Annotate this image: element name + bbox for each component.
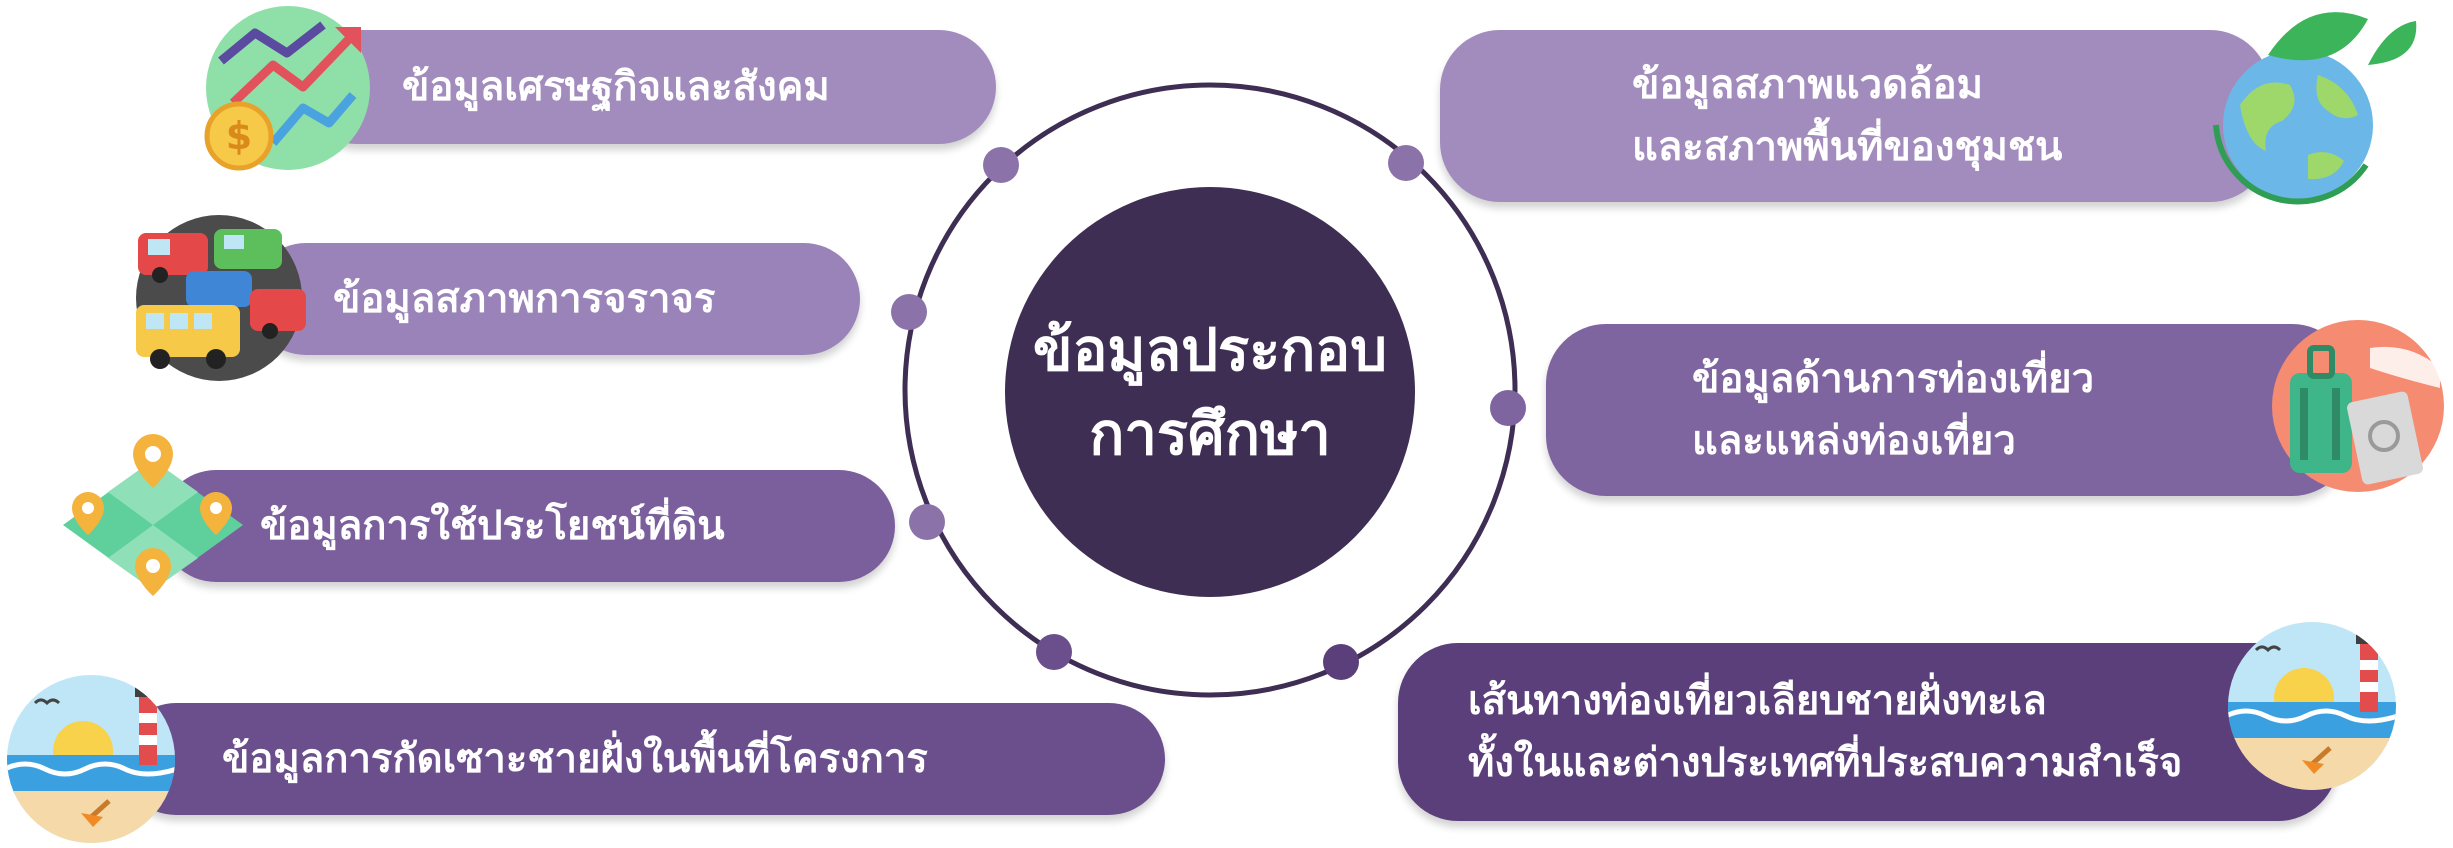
left-item-label: ข้อมูลการใช้ประโยชน์ที่ดิน [260, 503, 725, 549]
ring-circle [902, 82, 1518, 698]
economy-chart-icon: $ [204, 6, 370, 171]
center-title: ข้อมูลประกอบ การศึกษา [1005, 187, 1415, 597]
ring-node [909, 504, 945, 540]
travel-luggage-icon [2272, 320, 2444, 492]
ring-node [1490, 390, 1526, 426]
left-item-landuse: ข้อมูลการใช้ประโยชน์ที่ดิน [160, 470, 895, 582]
left-item-label: ข้อมูลสภาพการจราจร [333, 276, 716, 322]
right-item-line2: และสภาพพื้นที่ของชุมชน [1632, 124, 2063, 170]
right-item-line2: ทั้งในและต่างประเทศที่ประสบความสำเร็จ [1468, 740, 2183, 786]
right-item-tourism: ข้อมูลด้านการท่องเที่ยว และแหล่งท่องเที่… [1546, 324, 2352, 496]
land-map-icon [63, 434, 243, 596]
right-item-line1: ข้อมูลด้านการท่องเที่ยว [1692, 356, 2095, 402]
earth-leaf-icon [2213, 12, 2417, 205]
ring-node [983, 147, 1019, 183]
left-item-label: ข้อมูลเศรษฐกิจและสังคม [402, 64, 830, 110]
left-item-erosion: ข้อมูลการกัดเซาะชายฝั่งในพื้นที่โครงการ [120, 703, 1165, 815]
right-item-line1: เส้นทางท่องเที่ยวเลียบชายฝั่งทะเล [1468, 678, 2047, 724]
center-title-line1: ข้อมูลประกอบ [1032, 315, 1388, 384]
right-item-environment: ข้อมูลสภาพแวดล้อม และสภาพพื้นที่ของชุมชน [1440, 30, 2270, 202]
right-item-line2: และแหล่งท่องเที่ยว [1692, 418, 2016, 464]
ring-node [891, 294, 927, 330]
svg-text:$: $ [226, 114, 252, 158]
beach-lighthouse-icon [7, 675, 175, 843]
center-title-line2: การศึกษา [1089, 400, 1331, 468]
left-item-traffic: ข้อมูลสภาพการจราจร [250, 243, 860, 355]
ring-node [1036, 634, 1072, 670]
beach-lighthouse-icon [2228, 622, 2396, 790]
ring-node [1388, 145, 1424, 181]
left-item-label: ข้อมูลการกัดเซาะชายฝั่งในพื้นที่โครงการ [222, 736, 928, 782]
traffic-cars-icon [136, 215, 306, 381]
ring-node [1323, 644, 1359, 680]
right-item-line1: ข้อมูลสภาพแวดล้อม [1632, 62, 1983, 108]
left-item-economy: ข้อมูลเศรษฐกิจและสังคม [300, 30, 996, 144]
right-item-coastal-routes: เส้นทางท่องเที่ยวเลียบชายฝั่งทะเล ทั้งใน… [1398, 643, 2338, 821]
